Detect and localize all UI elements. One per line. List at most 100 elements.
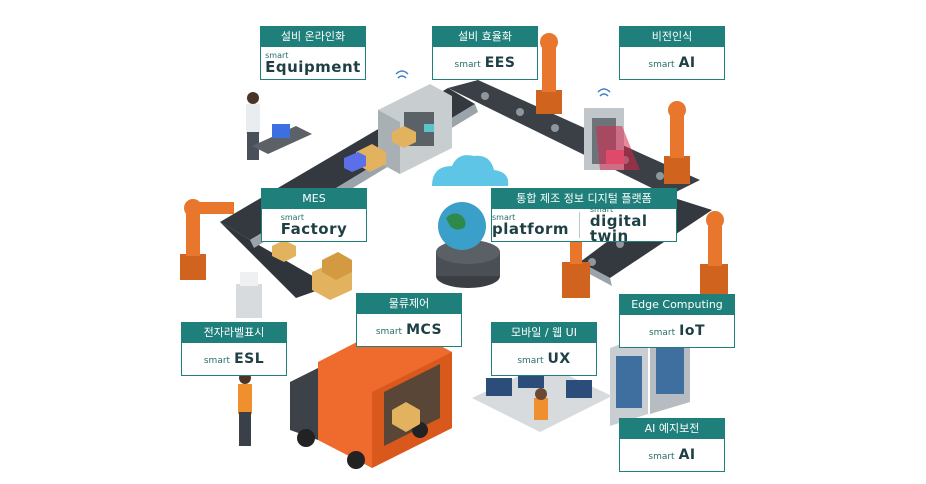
robot-arm-lower-right-joint bbox=[706, 211, 724, 229]
product-name: Factory bbox=[280, 219, 348, 238]
wifi-icon bbox=[395, 70, 409, 79]
logo-divider bbox=[579, 212, 580, 238]
operator bbox=[534, 398, 548, 420]
worker-equipment-head bbox=[247, 92, 259, 104]
box bbox=[272, 240, 296, 262]
box bbox=[344, 152, 366, 172]
product-name: platform bbox=[492, 219, 570, 238]
product-name: AI bbox=[678, 55, 696, 71]
digital-twin-logo: smart digital twin bbox=[590, 206, 676, 244]
robot-agv-head bbox=[240, 272, 258, 286]
card-equipment-header: 설비 온라인화 bbox=[261, 27, 365, 47]
card-ees-header: 설비 효율화 bbox=[433, 27, 537, 47]
card-ees: 설비 효율화 smart EES bbox=[432, 26, 538, 80]
card-equipment: 설비 온라인화 smart Equipment bbox=[260, 26, 366, 80]
esl-logo: smart ESL bbox=[204, 352, 264, 366]
tunnel-screen bbox=[424, 124, 434, 132]
roller bbox=[516, 108, 524, 116]
smart-label: smart bbox=[265, 50, 289, 60]
smart-label: smart bbox=[648, 328, 676, 338]
smart-label: smart bbox=[517, 356, 544, 366]
card-vision-ai-header: 비전인식 bbox=[620, 27, 724, 47]
cargo-box bbox=[392, 402, 420, 432]
robot-arm-top bbox=[542, 40, 556, 92]
delivery-truck bbox=[290, 322, 452, 469]
smart-label: smart bbox=[203, 356, 231, 366]
robot-arm-right bbox=[670, 108, 684, 158]
card-predictive-ai: AI 예지보전 smart AI bbox=[619, 418, 725, 472]
card-ux-header: 모바일 / 웹 UI bbox=[492, 323, 596, 343]
boxes bbox=[272, 126, 416, 300]
product-name: UX bbox=[547, 351, 571, 367]
robot-arm-right-joint bbox=[668, 101, 686, 119]
smart-label: smart bbox=[648, 60, 675, 70]
robot-agv bbox=[236, 284, 262, 318]
wifi-icon bbox=[597, 88, 611, 97]
iot-logo: smart IoT bbox=[649, 324, 705, 338]
truck-wheel bbox=[347, 451, 365, 469]
box bbox=[392, 126, 416, 148]
smart-label: smart bbox=[492, 212, 516, 222]
scanning-tunnel bbox=[378, 84, 452, 174]
robot-arms bbox=[180, 33, 728, 298]
product-name: EES bbox=[484, 55, 516, 71]
operator-head bbox=[535, 388, 547, 400]
smart-label: smart bbox=[648, 452, 675, 462]
workstation bbox=[472, 364, 612, 432]
smart-label: smart bbox=[375, 327, 403, 337]
mcs-logo: smart MCS bbox=[376, 323, 442, 337]
robot-arm-center-base bbox=[562, 262, 590, 298]
ees-logo: smart EES bbox=[455, 56, 516, 70]
smart-label: smart bbox=[589, 205, 614, 214]
truck-wheel bbox=[297, 429, 315, 447]
robot-arm-lower-right-base bbox=[700, 264, 728, 294]
server-rack-lights bbox=[616, 356, 642, 408]
card-mes: MES smart Factory bbox=[261, 188, 367, 242]
robot-arm-top-joint bbox=[540, 33, 558, 51]
card-mes-header: MES bbox=[262, 189, 366, 209]
product-name: IoT bbox=[679, 323, 706, 339]
wifi-signals bbox=[395, 70, 611, 97]
equipment-logo: smart Equipment bbox=[265, 50, 361, 75]
cloud bbox=[432, 155, 509, 186]
vision-gate bbox=[584, 108, 640, 170]
inspected-box bbox=[606, 150, 624, 164]
card-ux: 모바일 / 웹 UI smart UX bbox=[491, 322, 597, 376]
card-vision-ai: 비전인식 smart AI bbox=[619, 26, 725, 80]
truck-cab bbox=[290, 368, 318, 440]
work-table bbox=[252, 126, 312, 154]
card-esl: 전자라벨표시 smart ESL bbox=[181, 322, 287, 376]
robot-arm-left-joint bbox=[184, 199, 202, 217]
factory-logo: smart Factory bbox=[280, 212, 348, 238]
workers bbox=[236, 92, 312, 446]
platform-logo: smart platform bbox=[492, 212, 570, 238]
robot-arm-lower-right bbox=[708, 218, 722, 266]
card-mcs-header: 물류제어 bbox=[357, 294, 461, 314]
card-platform: 통합 제조 정보 디지털 플랫폼 smart platform smart di… bbox=[491, 188, 677, 244]
vision-ai-logo: smart AI bbox=[648, 56, 695, 70]
predictive-ai-logo: smart AI bbox=[648, 448, 695, 462]
card-esl-header: 전자라벨표시 bbox=[182, 323, 286, 343]
monitor bbox=[566, 380, 592, 398]
worker-esl-legs bbox=[239, 412, 251, 446]
smart-label: smart bbox=[280, 212, 305, 222]
card-predictive-ai-header: AI 예지보전 bbox=[620, 419, 724, 439]
conveyor-left-lower bbox=[220, 222, 330, 298]
monitor bbox=[486, 378, 512, 396]
ux-logo: smart UX bbox=[517, 352, 570, 366]
server-rack-lights bbox=[656, 342, 684, 394]
card-platform-header: 통합 제조 정보 디지털 플랫폼 bbox=[492, 189, 676, 209]
smart-label: smart bbox=[454, 60, 481, 70]
product-name: MCS bbox=[406, 322, 443, 338]
product-name: AI bbox=[678, 447, 696, 463]
worker-equipment bbox=[246, 104, 260, 134]
card-iot: Edge Computing smart IoT bbox=[619, 294, 735, 348]
robot-arm-top-base bbox=[536, 90, 562, 114]
product-name: digital twin bbox=[589, 212, 648, 245]
robot-arm-left bbox=[186, 208, 200, 256]
product-name: ESL bbox=[234, 351, 265, 367]
cloud-server bbox=[432, 155, 509, 288]
globe-land bbox=[446, 213, 466, 230]
